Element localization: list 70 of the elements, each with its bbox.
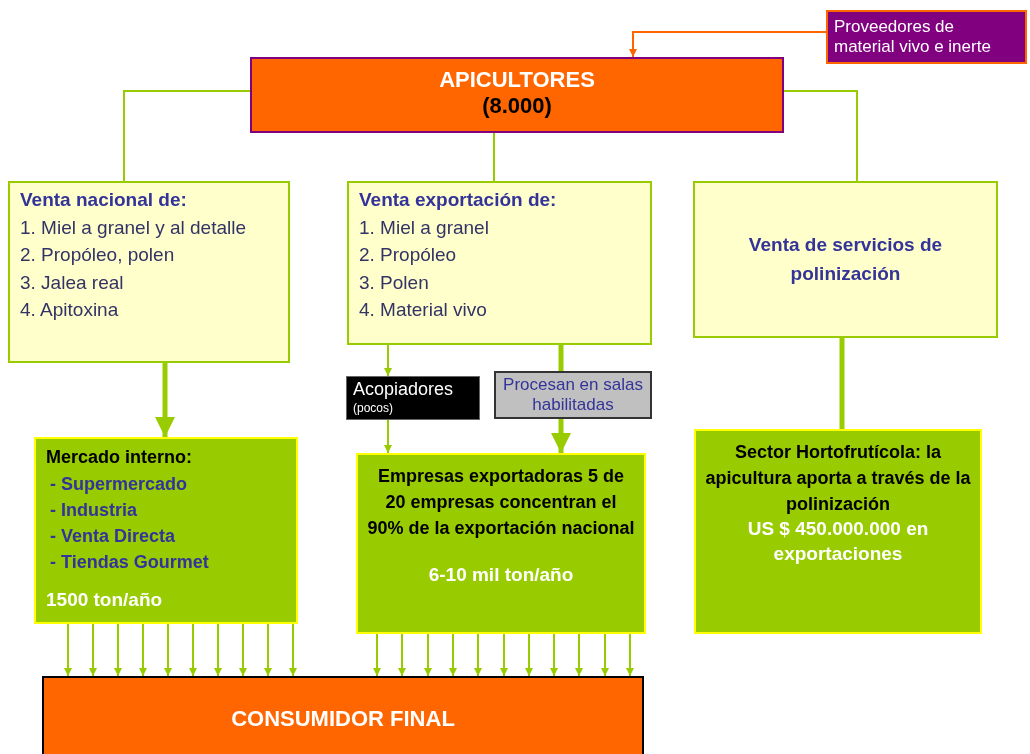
list-item: 4. Apitoxina [20, 298, 120, 323]
arrow [474, 633, 482, 677]
connector-line [123, 90, 251, 182]
arrow [550, 633, 558, 677]
arrow [629, 31, 827, 58]
list-item: - Industria [49, 498, 138, 522]
arrow [164, 623, 172, 677]
box-label: Acopiadores [353, 379, 455, 401]
box-heading: Venta nacional de: [20, 189, 188, 212]
connector-line [783, 90, 858, 182]
process-box [694, 429, 982, 634]
arrow [525, 633, 533, 677]
label-box [494, 371, 652, 419]
arrow [189, 623, 197, 677]
label-box [346, 376, 480, 420]
box-label: Venta de servicios de polinización [747, 233, 944, 286]
arrow [449, 633, 457, 677]
arrow [155, 363, 175, 437]
list-item: 3. Polen [359, 270, 430, 295]
connector-line [558, 345, 564, 371]
arrow [384, 344, 392, 377]
arrow [601, 633, 609, 677]
box-note: (pocos) [353, 400, 394, 415]
box-heading: Venta exportación de: [359, 189, 558, 212]
box-title: APICULTORES [439, 67, 595, 94]
box-subtitle: (8.000) [482, 93, 552, 120]
arrow [89, 623, 97, 677]
arrow [551, 419, 571, 453]
value-label: US $ 450.000.000 en exportaciones [746, 517, 930, 566]
list-item: - Tiendas Gourmet [49, 550, 210, 574]
process-box [34, 437, 298, 624]
arrow [373, 633, 381, 677]
list-item: 4. Material vivo [359, 298, 488, 323]
arrow [424, 633, 432, 677]
box-title: CONSUMIDOR FINAL [231, 706, 455, 733]
box-label: Proveedores de material vivo e inerte [834, 16, 992, 58]
connector-line [839, 338, 845, 429]
arrow [575, 633, 583, 677]
volume-label: 1500 ton/año [46, 588, 164, 612]
list-item: - Supermercado [49, 472, 189, 496]
connector-line [493, 132, 495, 182]
list-item: 1. Miel a granel [359, 215, 490, 240]
process-box [42, 676, 644, 754]
box-label: Procesan en salas habilitadas [502, 375, 644, 416]
list-item: 2. Propóleo [359, 243, 458, 268]
box-heading: Mercado interno: [46, 447, 193, 469]
arrow [139, 623, 147, 677]
list-item: 2. Propóleo, polen [20, 243, 176, 268]
box-text: Sector Hortofrutícola: la apicultura aporta a través de la polinización [704, 441, 972, 517]
arrow [500, 633, 508, 677]
list-item: 1. Miel a granel y al detalle [20, 215, 247, 240]
arrow [114, 623, 122, 677]
arrow [214, 623, 222, 677]
label-box [826, 10, 1027, 64]
process-box [250, 57, 784, 133]
value-label: 6-10 mil ton/año [427, 563, 575, 588]
arrow [264, 623, 272, 677]
process-box [8, 181, 290, 363]
process-box [347, 181, 652, 345]
box-text: Empresas exportadoras 5 de 20 empresas concentran el 90% de la exportación nacional [366, 465, 636, 541]
process-box [693, 181, 998, 338]
arrow [398, 633, 406, 677]
arrow [289, 623, 297, 677]
arrow [239, 623, 247, 677]
process-box [356, 453, 646, 634]
arrow [64, 623, 72, 677]
arrow [626, 633, 634, 677]
list-item: 3. Jalea real [20, 270, 125, 295]
list-item: - Venta Directa [49, 524, 177, 548]
arrow [384, 419, 392, 454]
